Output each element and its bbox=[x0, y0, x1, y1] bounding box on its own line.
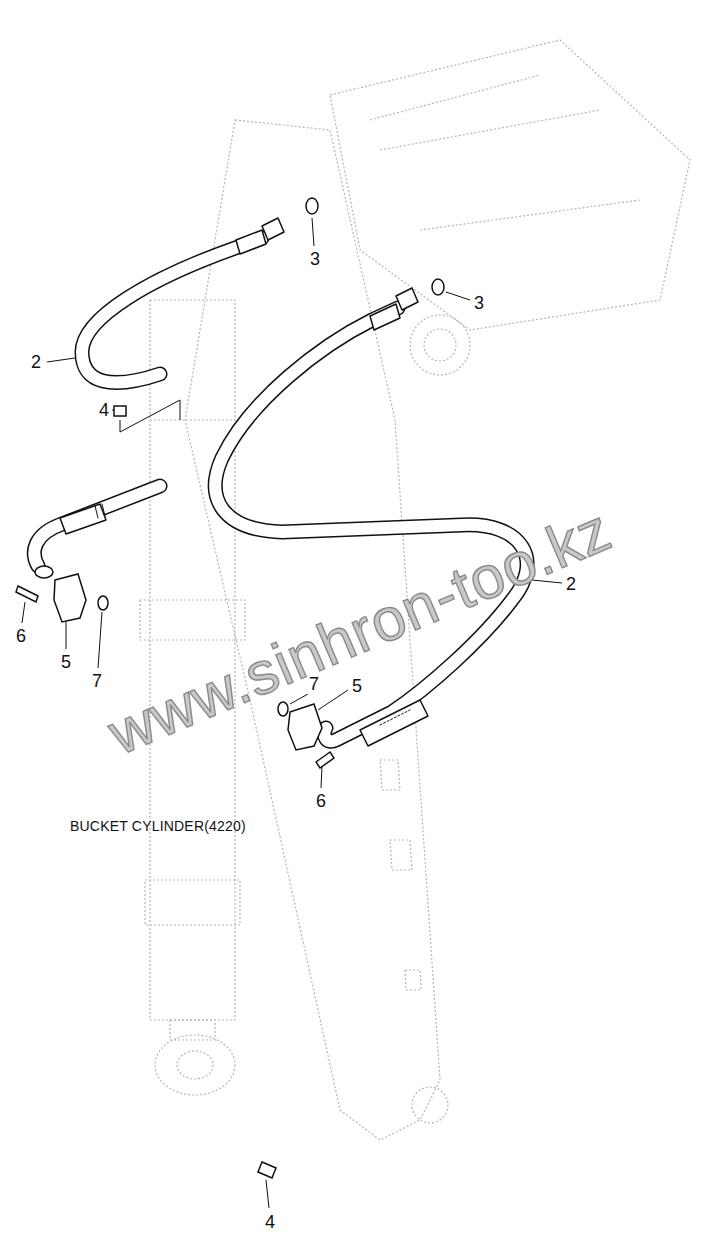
callout-number: 4 bbox=[263, 1212, 277, 1232]
leader-line bbox=[22, 602, 25, 623]
cylinder-eye bbox=[177, 1051, 213, 1079]
part-caption: BUCKET CYLINDER(4220) bbox=[70, 819, 246, 833]
stick-detail bbox=[380, 760, 421, 990]
flange-bolt bbox=[316, 752, 334, 768]
o-ring bbox=[98, 596, 108, 610]
callout-number: 3 bbox=[472, 293, 486, 313]
callout-number: 3 bbox=[308, 249, 322, 269]
o-ring bbox=[306, 198, 318, 214]
leader-line bbox=[318, 690, 348, 710]
leader-line bbox=[266, 1180, 269, 1208]
pin-boss bbox=[424, 329, 456, 361]
cylinder-collar bbox=[145, 880, 240, 925]
leader-line bbox=[446, 292, 470, 300]
split-flange bbox=[288, 704, 322, 750]
leader-line bbox=[290, 694, 308, 704]
boom-head bbox=[330, 40, 690, 330]
hose-fill bbox=[34, 486, 160, 566]
callout-number: 7 bbox=[307, 674, 321, 694]
o-ring bbox=[278, 702, 288, 716]
hose-ferrule bbox=[370, 304, 400, 330]
callout-number: 2 bbox=[29, 352, 43, 372]
boom-head-detail bbox=[370, 75, 640, 230]
callout-number: 6 bbox=[314, 791, 328, 811]
callout-number: 4 bbox=[97, 400, 111, 420]
hose-nut bbox=[396, 288, 418, 310]
callout-number: 6 bbox=[14, 626, 28, 646]
cylinder-eye bbox=[155, 1035, 235, 1095]
pin-boss bbox=[410, 315, 470, 375]
hose-nut bbox=[262, 218, 284, 240]
hose-braid bbox=[380, 710, 410, 725]
grease-nipple bbox=[258, 1162, 276, 1178]
o-ring bbox=[432, 279, 444, 295]
stick-pin bbox=[412, 1087, 448, 1123]
hose-outline bbox=[82, 238, 262, 383]
leader-line bbox=[312, 218, 314, 246]
callout-number: 2 bbox=[564, 574, 578, 594]
leader-line bbox=[112, 410, 114, 411]
hose-fill bbox=[82, 238, 262, 383]
hose-ferrule bbox=[360, 700, 428, 746]
hose-outline bbox=[34, 486, 160, 566]
flange-bolt bbox=[16, 586, 38, 602]
leader-line bbox=[47, 358, 75, 362]
hose-braid bbox=[95, 504, 105, 518]
leader-line bbox=[98, 612, 102, 668]
callout-number: 5 bbox=[350, 676, 364, 696]
callout-number: 5 bbox=[59, 652, 73, 672]
flange-face bbox=[35, 566, 53, 578]
callout-number: 7 bbox=[90, 671, 104, 691]
bracket-line bbox=[120, 400, 180, 432]
grease-nipple bbox=[114, 406, 126, 416]
hose-ferrule bbox=[60, 504, 106, 534]
cylinder-head bbox=[150, 300, 235, 420]
leader-line bbox=[66, 622, 67, 649]
split-flange bbox=[54, 574, 86, 622]
cylinder-collar bbox=[140, 600, 245, 640]
leader-line bbox=[321, 766, 322, 788]
cylinder-rod bbox=[170, 1020, 215, 1040]
hose-ferrule bbox=[236, 230, 266, 254]
